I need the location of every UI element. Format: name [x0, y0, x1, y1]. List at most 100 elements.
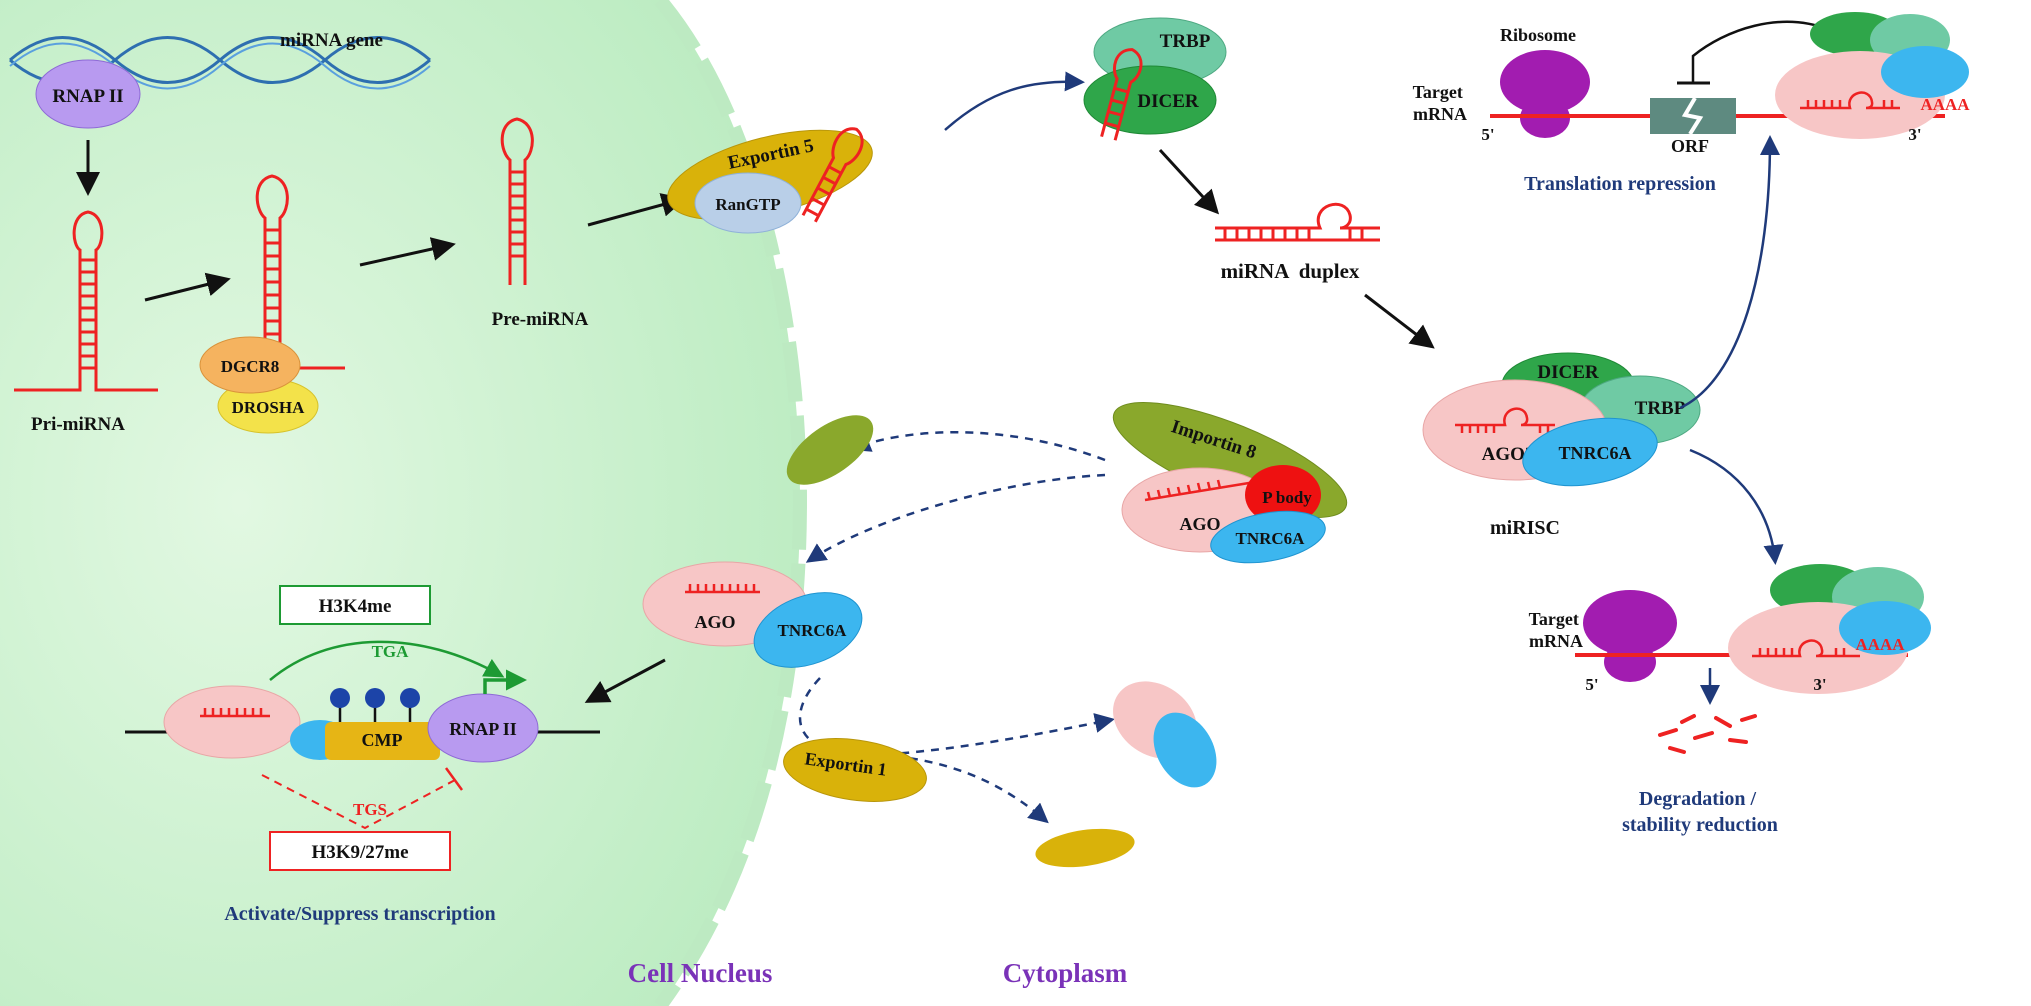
- h3k4me-box: [279, 585, 431, 625]
- export-arrow-dashed: [798, 677, 1115, 757]
- mirna-duplex-label: miRNA duplex: [1221, 259, 1360, 283]
- pre-mirna-label: Pre-miRNA: [492, 309, 589, 330]
- h3k927me-label: H3K9/27me: [311, 842, 408, 863]
- tnrc6a-mid-label: TNRC6A: [778, 621, 848, 640]
- mirisc-label: miRISC: [1490, 517, 1560, 539]
- tnrc6a-exported: [1153, 712, 1217, 788]
- trbp-risc-label: TRBP: [1635, 398, 1686, 419]
- ago-chromatin: [163, 685, 301, 759]
- tgs-repression: [261, 774, 456, 830]
- translation-repression-label: Translation repression: [1524, 173, 1716, 195]
- target-mrna-top-line2: mRNA: [1413, 104, 1467, 124]
- cmp-complex: [325, 722, 440, 760]
- arrow-exportin5-to-dicer: [944, 71, 1085, 131]
- degradation-label: Degradation / stability reduction: [1622, 788, 1778, 836]
- repression-bar: [1691, 20, 1831, 83]
- target-mrna-bottom-label: Target mRNA: [1529, 609, 1584, 651]
- cell-nucleus-region: [0, 0, 800, 1006]
- rnap-ii-bottom-label: RNAP II: [449, 719, 517, 739]
- ago-deg-mirna: [1752, 639, 1860, 658]
- exportin5-mirna: [801, 127, 864, 223]
- ago-tr-mirna: [1800, 91, 1900, 110]
- mrna-fragments: [1658, 714, 1757, 754]
- tga-label: TGA: [372, 642, 410, 661]
- nuclear-envelope: [654, 0, 808, 1006]
- pri-mirna-hairpin: [14, 210, 158, 392]
- p-body-label: P body: [1262, 488, 1312, 507]
- arrow-ago-to-promoter: [584, 658, 666, 703]
- ago2-label: AGO2: [1482, 444, 1535, 465]
- aaaa-top: AAAA: [1920, 95, 1970, 114]
- h3k927me-box: [269, 831, 451, 871]
- dicer-top-label: DICER: [1137, 91, 1199, 112]
- orf-label: ORF: [1671, 136, 1709, 156]
- ago-imp-mirna: [1144, 479, 1256, 502]
- tnrc6a-mid-protein: [753, 592, 863, 668]
- mirna-duplex: [1215, 202, 1380, 242]
- arrow-drosha-to-premirna: [359, 237, 456, 267]
- rnap-ii-top: [35, 59, 141, 129]
- orf-break: [1681, 96, 1704, 136]
- arrow-mirisc-to-translation: [1679, 135, 1780, 410]
- activate-suppress-label: Activate/Suppress transcription: [224, 903, 495, 925]
- dicer-top-mirna: [1100, 48, 1143, 141]
- tgs-label: TGS: [353, 800, 387, 819]
- three-prime-bottom: 3': [1813, 675, 1826, 694]
- mirna-gene-label: miRNA gene: [280, 30, 383, 51]
- pre-mirna-hairpin: [500, 117, 534, 285]
- target-mrna-top-line1: Target: [1413, 82, 1463, 102]
- ago-mid-label: AGO: [694, 612, 735, 632]
- degradation-line2: stability reduction: [1622, 814, 1778, 836]
- three-prime-top: 3': [1908, 125, 1921, 144]
- import-arrow-to-ago: [805, 473, 1106, 563]
- ribosome-top-large: [1500, 50, 1590, 114]
- drosha-label: DROSHA: [232, 398, 305, 417]
- tgs-tee: [444, 767, 464, 791]
- exportin1-protein: [783, 738, 927, 802]
- arrow-premirna-to-exportin5: [587, 193, 686, 227]
- tnrc6a-deg-protein: [1839, 601, 1931, 655]
- ribosome-bottom-large: [1583, 590, 1677, 656]
- cmp-label: CMP: [362, 730, 403, 750]
- ago-imp-label: AGO: [1179, 514, 1220, 534]
- degradation-line1: Degradation /: [1639, 788, 1757, 810]
- tss-arrow: [483, 669, 527, 694]
- rnap-ii-bottom: [427, 693, 539, 763]
- cytoplasm-label: Cytoplasm: [1003, 958, 1128, 988]
- dicer-risc-label: DICER: [1537, 362, 1599, 383]
- tnrc6a-imp-protein: [1210, 510, 1326, 564]
- tnrc6a-imp-label: TNRC6A: [1236, 529, 1306, 548]
- five-prime-top: 5': [1481, 125, 1494, 144]
- ago-mid-mirna: [685, 584, 760, 594]
- pri-mirna-label: Pri-miRNA: [31, 414, 125, 435]
- trbp-top-label: TRBP: [1160, 31, 1211, 52]
- ribosome-top-label: Ribosome: [1500, 25, 1576, 45]
- importin8-released: [786, 415, 874, 485]
- dgcr8-protein: [199, 336, 301, 394]
- h3k4me-label: H3K4me: [319, 596, 392, 617]
- arrow-primirna-to-drosha: [144, 272, 231, 302]
- p-body: [1245, 465, 1321, 525]
- five-prime-bottom: 5': [1585, 675, 1598, 694]
- ago-chromatin-mirna: [200, 708, 270, 718]
- tnrc6a-tr-protein: [1881, 46, 1969, 98]
- tnrc6a-risc-label: TNRC6A: [1558, 443, 1631, 463]
- target-mrna-top-label: Target mRNA: [1413, 82, 1468, 124]
- tnrc6a-risc-protein: [1522, 417, 1658, 487]
- ago2-mirna: [1455, 407, 1555, 433]
- exportin1-released: [1035, 828, 1135, 868]
- microprocessor-hairpin: [255, 174, 345, 370]
- aaaa-bottom: AAAA: [1855, 635, 1905, 654]
- import-arrow-to-importin: [850, 431, 1106, 462]
- arrow-mirisc-to-degradation: [1689, 448, 1784, 565]
- rangtp-protein: [694, 172, 802, 234]
- cell-nucleus-label: Cell Nucleus: [628, 958, 773, 988]
- rangtp-label: RanGTP: [715, 195, 780, 214]
- arrow-duplex-to-mirisc: [1364, 293, 1435, 349]
- rnap-ii-top-label: RNAP II: [52, 86, 123, 107]
- histone-marks: [330, 688, 420, 722]
- target-mrna-bottom-line2: mRNA: [1529, 631, 1583, 651]
- tga-arrow: [269, 640, 505, 681]
- dgcr8-label: DGCR8: [221, 357, 280, 376]
